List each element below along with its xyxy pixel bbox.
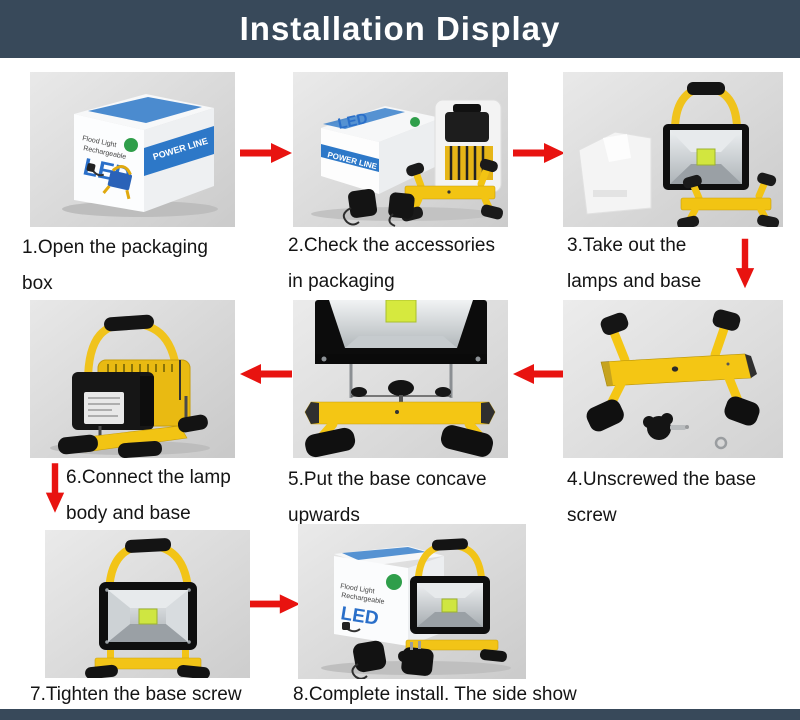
charger-adapters-graphic <box>342 188 415 227</box>
step-1-caption: 1.Open the packaging box <box>22 237 208 294</box>
lamp-bottom-graphic <box>315 300 487 364</box>
photo-step-3-lamps-and-base <box>563 72 783 227</box>
photo-step-4-base-screw <box>563 300 783 458</box>
base-stand-graphic <box>57 396 208 458</box>
base-knob-graphic <box>349 364 453 404</box>
base-stand-graphic <box>677 172 780 227</box>
base-closeup-graphic <box>293 300 508 458</box>
lamp-rear-view-graphic <box>30 300 235 458</box>
step-5-caption: 5.Put the base concave upwards <box>288 469 487 526</box>
box-led-text: LED <box>336 110 369 133</box>
photo-step-2-accessories-in-packaging: LED POWER LINE <box>293 72 508 227</box>
flood-lamp-graphic <box>663 82 749 190</box>
base-frame-graphic <box>563 300 783 458</box>
foam-insert-graphic <box>578 131 652 215</box>
step-6-caption: 6.Connect the lamp body and base <box>66 467 231 524</box>
lamp-and-base-graphic <box>563 72 783 227</box>
header-banner: Installation Display <box>0 0 800 58</box>
complete-install-graphic: Flood Light Rechargeable LED <box>298 524 526 679</box>
step-3-caption: 3.Take out the lamps and base <box>567 235 702 292</box>
footer-bar <box>0 709 800 720</box>
arrow-right-icon <box>240 141 292 170</box>
charger-adapters-graphic <box>351 640 434 679</box>
photo-step-8-complete-install: Flood Light Rechargeable LED <box>298 524 526 679</box>
box-lamp-picture <box>86 163 132 200</box>
step-2-caption: 2.Check the accessories in packaging <box>288 235 495 292</box>
box-green-badge <box>124 138 138 152</box>
flood-lamp-graphic <box>99 538 197 650</box>
arrow-left-icon <box>513 362 565 391</box>
photo-step-6-lamp-body-and-base <box>30 300 235 458</box>
knob-screw-graphic <box>643 413 689 440</box>
base-bar-graphic <box>304 401 496 458</box>
packaging-box-graphic: POWER LINE Flood Light Rechargeable LED <box>30 72 235 227</box>
step-8-caption: 8.Complete install. The side show <box>293 684 577 705</box>
lamp-rear-graphic <box>72 314 191 430</box>
page-title: Installation Display <box>239 10 561 47</box>
photo-step-1-packaging-box: POWER LINE Flood Light Rechargeable LED <box>30 72 235 227</box>
base-frame <box>586 309 760 432</box>
arrow-down-icon <box>734 236 756 296</box>
washer-graphic <box>714 436 728 450</box>
arrow-right-icon <box>513 141 565 170</box>
lamp-front-view-graphic <box>45 530 250 678</box>
step-4-caption: 4.Unscrewed the base screw <box>567 469 757 526</box>
base-stand-graphic <box>85 650 210 678</box>
step-7-caption: 7.Tighten the base screw <box>30 684 242 705</box>
arrow-left-icon <box>240 362 292 391</box>
photo-step-5-base-concave-upwards <box>293 300 508 458</box>
accessories-graphic: LED POWER LINE <box>293 72 508 227</box>
arrow-down-icon <box>44 462 66 519</box>
arrow-right-icon <box>250 592 300 621</box>
box-green-badge <box>386 574 402 590</box>
photo-step-7-tighten-screw <box>45 530 250 678</box>
box-green-badge <box>410 117 420 127</box>
